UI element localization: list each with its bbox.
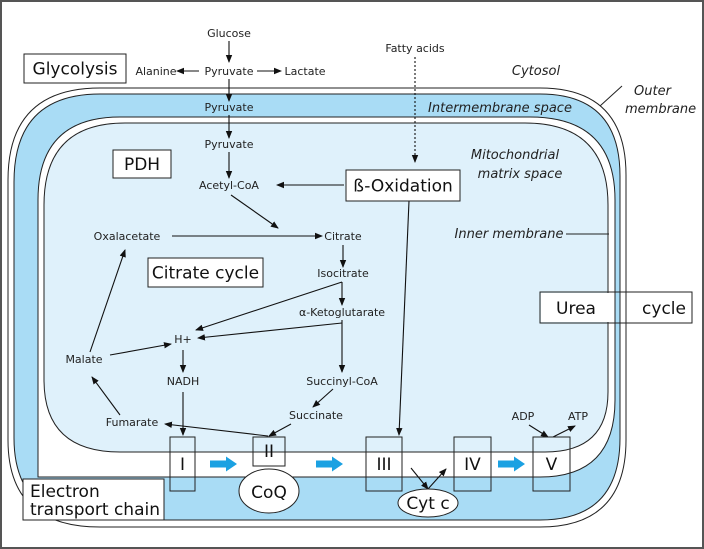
complex-v-to-atp-arrow — [552, 425, 576, 438]
matrix-label-2: matrix space — [478, 167, 563, 182]
cytc-to-complex-iv-arrow — [427, 468, 447, 490]
fumarate-label: Fumarate — [106, 416, 159, 429]
cytosol-label: Cytosol — [512, 64, 561, 79]
glycolysis-box-frame — [23, 53, 127, 84]
urea-cycle-box: Urea cycle — [539, 291, 693, 324]
complex-v-frame — [532, 436, 571, 492]
pdh-box-label: PDH — [124, 155, 160, 175]
succinate-label: Succinate — [289, 409, 343, 422]
pyruvate-matrix-label: Pyruvate — [205, 138, 254, 151]
urea-cycle-box-frame — [539, 291, 693, 324]
glucose-label: Glucose — [207, 27, 251, 40]
complex-i-frame — [169, 436, 196, 492]
h-plus-label: H+ — [174, 333, 192, 346]
complex-ii-to-fumarate-arrow — [164, 421, 269, 437]
intermembrane-space-label: Intermembrane space — [428, 101, 572, 116]
malate-label: Malate — [65, 353, 102, 366]
atp-label: ATP — [568, 410, 588, 423]
complex-ii: II — [252, 436, 286, 467]
complex-v: V — [532, 436, 571, 492]
coenzyme-q: CoQ — [238, 468, 300, 514]
citrate-cycle-box: Citrate cycle — [147, 257, 264, 288]
electron-flow-arrow-2 — [316, 456, 343, 472]
acetyl-coa-label: Acetyl-CoA — [199, 179, 259, 192]
malate-to-hplus-arrow — [109, 342, 172, 356]
outer-membrane-pointer — [599, 85, 623, 107]
etc-label-line1: Electron — [30, 482, 100, 502]
nadh-label: NADH — [167, 375, 200, 388]
malate-to-oxalacetate-arrow — [89, 249, 126, 353]
cytochrome-c: Cyt c — [397, 488, 459, 518]
succinate-to-complex-ii-arrow — [268, 423, 292, 437]
glycolysis-box: Glycolysis — [23, 53, 127, 84]
complex-iii: III — [365, 436, 403, 492]
beta-oxidation-box-frame — [345, 169, 461, 202]
glycolysis-box-label: Glycolysis — [33, 60, 118, 80]
alanine-label: Alanine — [135, 65, 176, 78]
ketoglutarate-to-hplus-arrow — [197, 322, 343, 341]
pyruvate-ims-label: Pyruvate — [205, 101, 254, 114]
beta-oxidation-to-complex-iii-arrow — [396, 200, 410, 436]
inner-membrane-label: Inner membrane — [455, 227, 564, 242]
fatty-acids-label: Fatty acids — [385, 42, 445, 55]
complex-iii-to-cytc-arrow — [410, 467, 429, 490]
succinyl-coa-label: Succinyl-CoA — [306, 375, 378, 388]
pyruvate-cytosol-label: Pyruvate — [205, 65, 254, 78]
complex-iii-label: III — [376, 455, 391, 475]
beta-oxidation-box-label: ß-Oxidation — [353, 177, 453, 197]
fumarate-to-malate-arrow — [91, 376, 121, 416]
beta-oxidation-box: ß-Oxidation — [345, 169, 461, 202]
a-ketoglutarate-label: α-Ketoglutarate — [299, 306, 385, 319]
complex-iv-label: IV — [464, 455, 481, 475]
succinyl-coa-to-succinate-arrow — [312, 388, 334, 408]
complex-i-label: I — [180, 455, 185, 475]
outer-membrane-label-2: membrane — [625, 102, 696, 117]
adp-label: ADP — [512, 410, 535, 423]
citrate-cycle-box-label: Citrate cycle — [152, 264, 259, 284]
lactate-label: Lactate — [284, 65, 325, 78]
citrate-label: Citrate — [324, 230, 362, 243]
urea-label: Urea — [556, 299, 596, 319]
complex-iv: IV — [453, 436, 492, 492]
cytc-label: Cyt c — [406, 494, 449, 514]
isocitrate-label: Isocitrate — [317, 267, 369, 280]
complex-i: I — [169, 436, 196, 492]
citrate-cycle-box-frame — [147, 257, 264, 288]
complex-iv-frame — [453, 436, 492, 492]
pdh-box-frame — [112, 149, 172, 179]
complex-ii-frame — [252, 436, 286, 467]
electron-flow-arrow-3 — [498, 456, 525, 472]
matrix-label-1: Mitochondrial — [471, 148, 560, 163]
outer-membrane-label-1: Outer — [634, 84, 673, 99]
acetyl-coa-to-citrate-arrow — [230, 194, 279, 229]
oxalacetate-label: Oxalacetate — [94, 230, 161, 243]
electron-flow-arrow-1 — [210, 456, 237, 472]
coq-label: CoQ — [251, 483, 287, 503]
pdh-box: PDH — [112, 149, 172, 179]
isocitrate-to-hplus-arrow — [195, 281, 343, 331]
complex-v-label: V — [546, 455, 558, 475]
cycle-label: cycle — [642, 299, 686, 319]
adp-to-complex-v-arrow — [528, 424, 549, 438]
etc-label-line2: transport chain — [30, 500, 160, 520]
complex-ii-label: II — [264, 442, 274, 462]
complex-iii-frame — [365, 436, 403, 492]
